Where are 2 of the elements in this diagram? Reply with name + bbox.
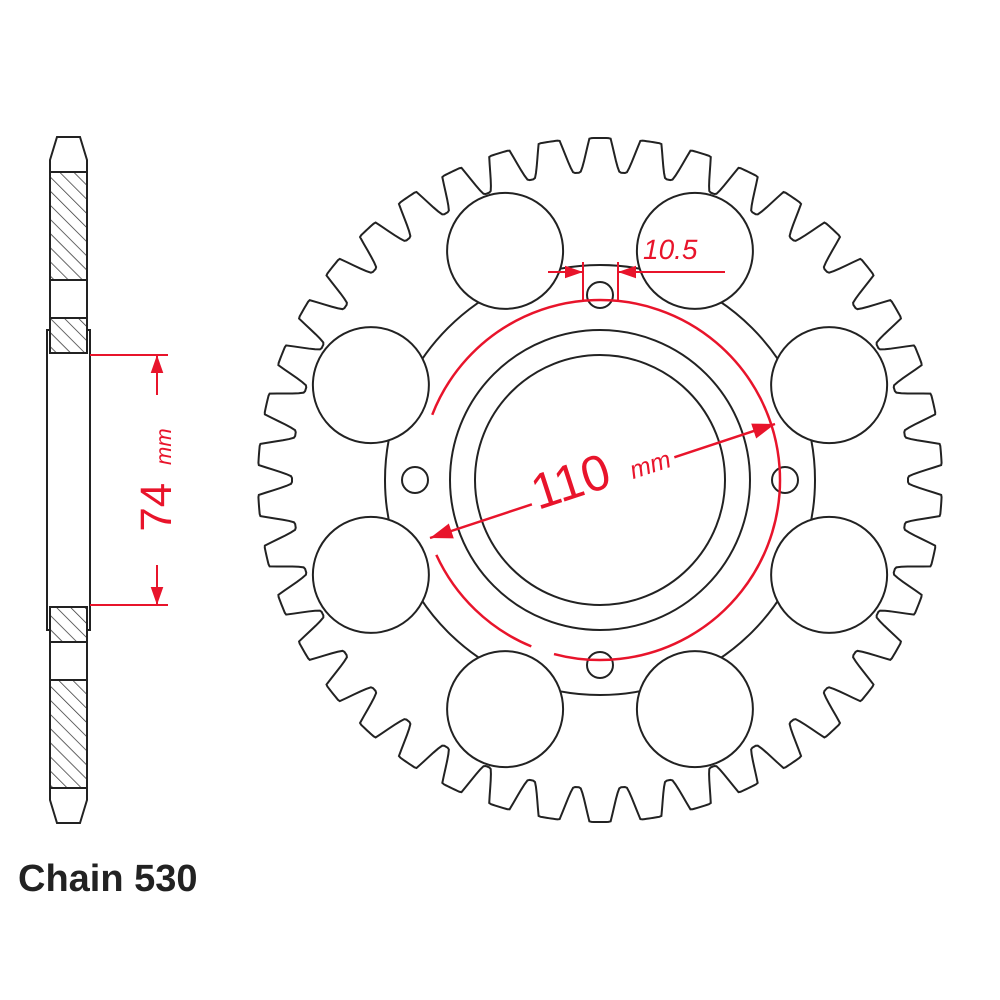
dimension-label: 10.5 — [643, 236, 698, 264]
caption-text: Chain 530 — [18, 860, 198, 898]
